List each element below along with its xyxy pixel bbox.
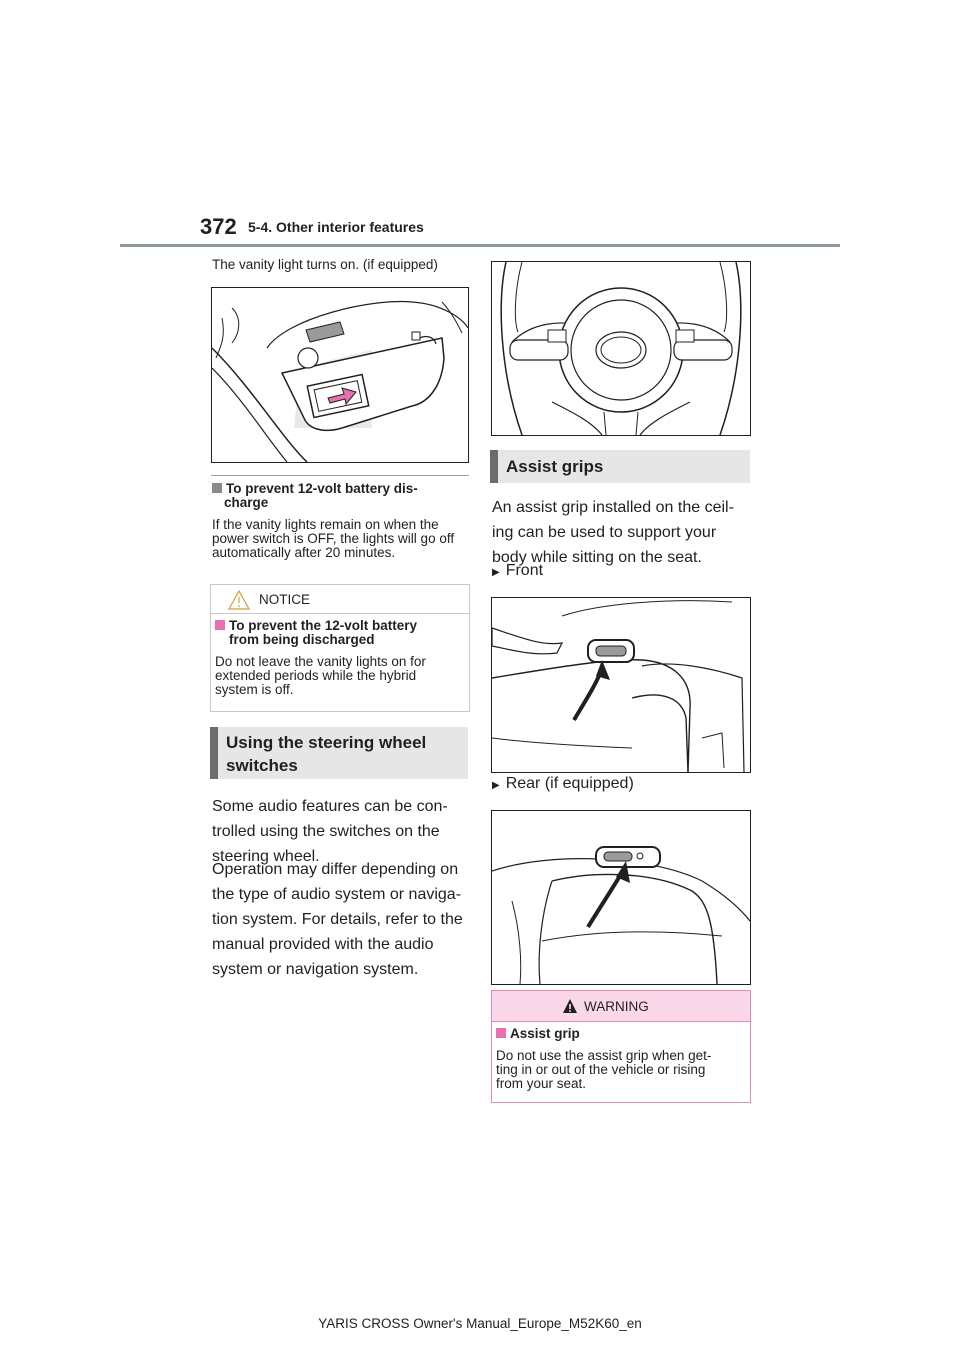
battery-tip-body: If the vanity lights remain on when the … [212, 517, 455, 560]
bullet-square-icon [496, 1028, 506, 1038]
steering-paragraph-2: Operation may differ depending on the ty… [212, 861, 463, 978]
rear-assist-grip-illustration [491, 810, 751, 985]
header-rule [120, 244, 840, 247]
warning-body: Do not use the assist grip when get- tin… [496, 1048, 712, 1091]
warning-label: WARNING [584, 999, 649, 1014]
assist-grip-paragraph: An assist grip installed on the ceil- in… [492, 499, 734, 566]
warning-header: WARNING [492, 991, 750, 1022]
warning-title: Assist grip [496, 1027, 580, 1041]
bullet-square-icon [215, 620, 225, 630]
rear-label: ▶Rear (if equipped) [492, 775, 634, 792]
front-assist-grip-illustration [491, 597, 751, 773]
front-label: ▶Front [492, 562, 544, 579]
assist-grips-heading: Assist grips [490, 450, 750, 483]
steering-wheel-illustration [491, 261, 751, 436]
notice-label: NOTICE [259, 592, 311, 607]
triangle-bullet-icon: ▶ [492, 780, 500, 791]
battery-tip-title: To prevent 12-volt battery dis- charge [212, 482, 470, 510]
warning-box: WARNING Assist grip Do not use the assis… [491, 990, 751, 1103]
footer-manual-title: YARIS CROSS Owner's Manual_Europe_M52K60… [318, 1316, 642, 1331]
caution-triangle-icon [227, 589, 251, 610]
notice-box: NOTICE To prevent the 12-volt battery fr… [210, 584, 470, 712]
section-title: 5-4. Other interior features [248, 219, 424, 235]
notice-body: Do not leave the vanity lights on for ex… [215, 654, 426, 697]
warning-triangle-icon [563, 999, 577, 1013]
triangle-bullet-icon: ▶ [492, 567, 500, 578]
steering-switches-heading: Using the steering wheel switches [210, 727, 468, 779]
tip-divider [211, 475, 469, 476]
notice-header: NOTICE [211, 585, 469, 614]
vanity-intro-text: The vanity light turns on. (if equipped) [212, 257, 438, 272]
page-number: 372 [200, 214, 237, 239]
steering-paragraph-1: Some audio features can be con- trolled … [212, 798, 448, 865]
notice-title: To prevent the 12-volt battery from bein… [215, 619, 417, 647]
vanity-light-illustration [211, 287, 469, 463]
bullet-square-icon [212, 483, 222, 493]
